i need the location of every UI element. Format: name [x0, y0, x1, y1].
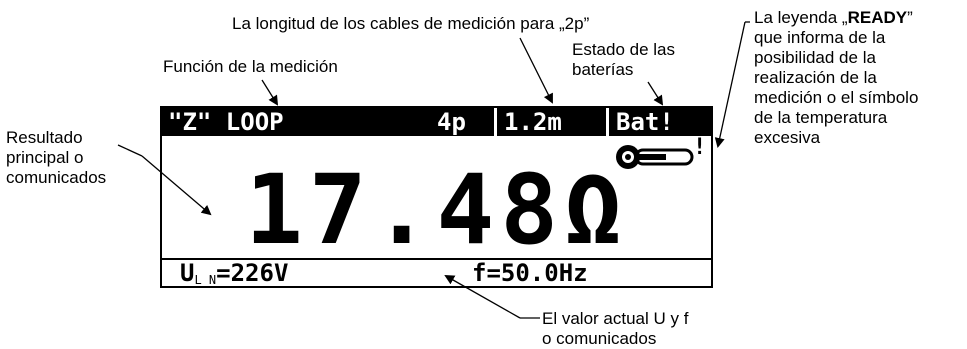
voltage-reading: UL N=226V	[180, 259, 289, 287]
arrow-ready	[714, 21, 746, 148]
thermometer-icon	[614, 142, 704, 177]
ready-symbol: !	[693, 135, 707, 160]
annotation-ready-line7: excesiva	[754, 128, 821, 147]
annotation-actual-line2: o comunicados	[542, 329, 657, 348]
annotation-result: Resultado principal o comunicados	[6, 128, 106, 188]
annotation-result-line2: principal o	[6, 148, 84, 167]
status-divider	[606, 108, 609, 136]
annotation-ready-line4: realización de la	[754, 68, 877, 87]
measurement-function: "Z" LOOP	[168, 108, 284, 136]
main-result-value: 17.48Ω	[245, 154, 628, 266]
annotation-ready-line3: posibilidad de la	[754, 48, 876, 67]
arrow-battery	[647, 81, 664, 106]
annotation-battery-line1: Estado de las	[572, 40, 676, 59]
annotation-ready: La leyenda „READY” que informa de la pos…	[754, 8, 918, 148]
annotation-ready-line2: que informa de la	[754, 28, 886, 47]
lcd-display: "Z" LOOP 4p 1.2m Bat! ! 17.48Ω UL N=226V…	[160, 106, 713, 288]
arrow-result	[141, 155, 212, 216]
status-divider	[494, 108, 497, 136]
arrow-actual	[444, 275, 521, 319]
annotation-battery-state: Estado de las baterías	[572, 40, 675, 80]
annotation-function: Función de la medición	[163, 57, 338, 76]
annotation-cable-length: La longitud de los cables de medición pa…	[232, 14, 590, 33]
lcd-bottom-bar: UL N=226V f=50.0Hz	[162, 258, 711, 287]
frequency-reading: f=50.0Hz	[472, 259, 588, 287]
cable-length: 1.2m	[504, 108, 562, 136]
annotation-result-line1: Resultado	[6, 128, 83, 147]
annotation-ready-line5: medición o el símbolo	[754, 88, 919, 107]
annotation-battery-line2: baterías	[572, 60, 634, 79]
arrow-result-leader	[117, 144, 143, 157]
arrow-cable-length	[519, 37, 553, 104]
annotation-actual-line1: El valor actual U y f	[542, 309, 689, 328]
annotation-ready-line6: de la temperatura	[754, 108, 888, 127]
annotation-actual-value: El valor actual U y f o comunicados	[542, 309, 688, 349]
annotation-ready-line1: La leyenda „READY”	[754, 8, 913, 27]
voltage-subscript: L N	[194, 273, 217, 287]
ready-keyword: READY	[847, 8, 908, 27]
wire-mode: 4p	[437, 108, 466, 136]
lcd-status-bar: "Z" LOOP 4p 1.2m Bat!	[162, 108, 711, 136]
annotation-result-line3: comunicados	[6, 168, 107, 187]
arrow-function	[261, 79, 279, 106]
battery-status: Bat!	[616, 108, 674, 136]
